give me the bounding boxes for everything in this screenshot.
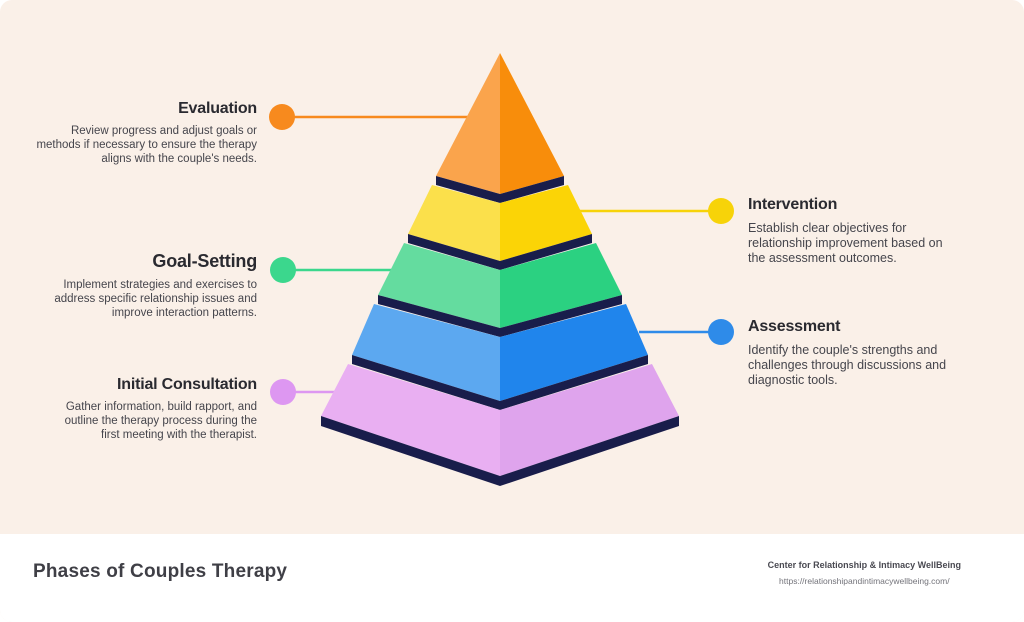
phase-title-evaluation: Evaluation	[178, 100, 257, 117]
phase-label-initial-consultation: Initial Consultation Gather information,…	[17, 376, 258, 442]
phase-description-assessment: Identify the couple's strengths and chal…	[748, 343, 947, 388]
evaluation-dot	[269, 104, 295, 130]
pyramid-layer-initial-consultation-left-face	[321, 364, 500, 476]
footer-url: https://relationshipandintimacywellbeing…	[779, 576, 950, 586]
pyramid-layer-goal-setting-right-face	[500, 243, 622, 328]
pyramid-edge-band-3	[378, 295, 622, 337]
pyramid-layer-assessment-left-face	[352, 304, 500, 401]
goal-setting-dot	[270, 257, 296, 283]
phase-label-assessment: Assessment Identify the couple's strengt…	[748, 318, 963, 389]
pyramid-layer-evaluation-right-face	[500, 53, 564, 194]
pyramid-edge-band-1	[436, 176, 564, 203]
pyramid-edge-band-2	[408, 234, 592, 270]
pyramid-layer-initial-consultation-right-face	[500, 364, 679, 476]
phase-title-assessment: Assessment	[748, 318, 841, 335]
footer-credit: Center for Relationship & Intimacy WellB…	[768, 560, 961, 586]
phase-title-initial-consultation: Initial Consultation	[117, 376, 257, 393]
pyramid-layer-intervention-left-face	[408, 185, 500, 261]
intervention-dot	[708, 198, 734, 224]
phase-description-evaluation: Review progress and adjust goals or meth…	[36, 125, 257, 165]
phase-label-intervention: Intervention Establish clear objectives …	[748, 196, 963, 267]
page-title: Phases of Couples Therapy	[33, 561, 288, 582]
phase-description-goal-setting: Implement strategies and exercises to ad…	[54, 279, 257, 319]
pyramid-layer-intervention-right-face	[500, 185, 592, 261]
phase-description-initial-consultation: Gather information, build rapport, and o…	[64, 401, 257, 441]
pyramid-layer-evaluation-left-face	[436, 53, 500, 194]
footer-organization: Center for Relationship & Intimacy WellB…	[767, 560, 961, 570]
footer-bar: Phases of Couples Therapy Center for Rel…	[0, 534, 1024, 622]
pyramid-layer-goal-setting-left-face	[378, 243, 500, 328]
initial-consultation-dot	[270, 379, 296, 405]
phase-description-intervention: Establish clear objectives for relations…	[748, 221, 943, 266]
phase-label-evaluation: Evaluation Review progress and adjust go…	[17, 100, 257, 166]
phase-label-goal-setting: Goal-Setting Implement strategies and ex…	[17, 251, 257, 320]
assessment-dot	[708, 319, 734, 345]
pyramid-layer-assessment-right-face	[500, 304, 648, 401]
phase-title-goal-setting: Goal-Setting	[152, 251, 257, 271]
phase-title-intervention: Intervention	[748, 196, 838, 213]
